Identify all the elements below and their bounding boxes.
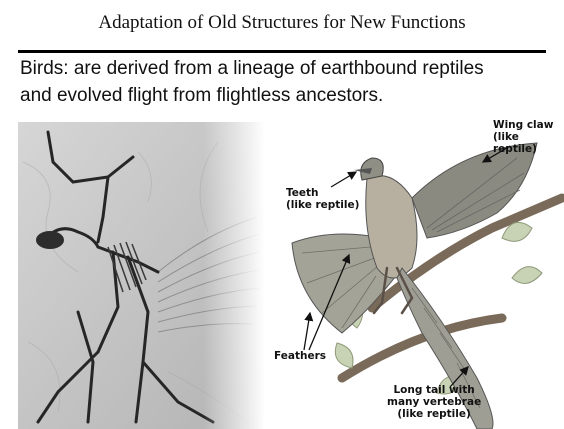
body-line-1: Birds: are derived from a lineage of ear… (20, 55, 560, 82)
label-long-tail: Long tail with many vertebrae (like rept… (387, 384, 481, 420)
body-line-2: and evolved flight from flightless ances… (20, 82, 560, 109)
fossil-photo (18, 122, 265, 429)
slide-title: Adaptation of Old Structures for New Fun… (0, 12, 564, 34)
label-feathers: Feathers (274, 350, 326, 362)
archaeopteryx-illustration (262, 118, 564, 429)
label-teeth: Teeth (like reptile) (286, 187, 359, 211)
label-wing-claw: Wing claw (like reptile) (493, 119, 564, 155)
slide-body: Birds: are derived from a lineage of ear… (20, 55, 560, 109)
title-divider (18, 50, 546, 53)
